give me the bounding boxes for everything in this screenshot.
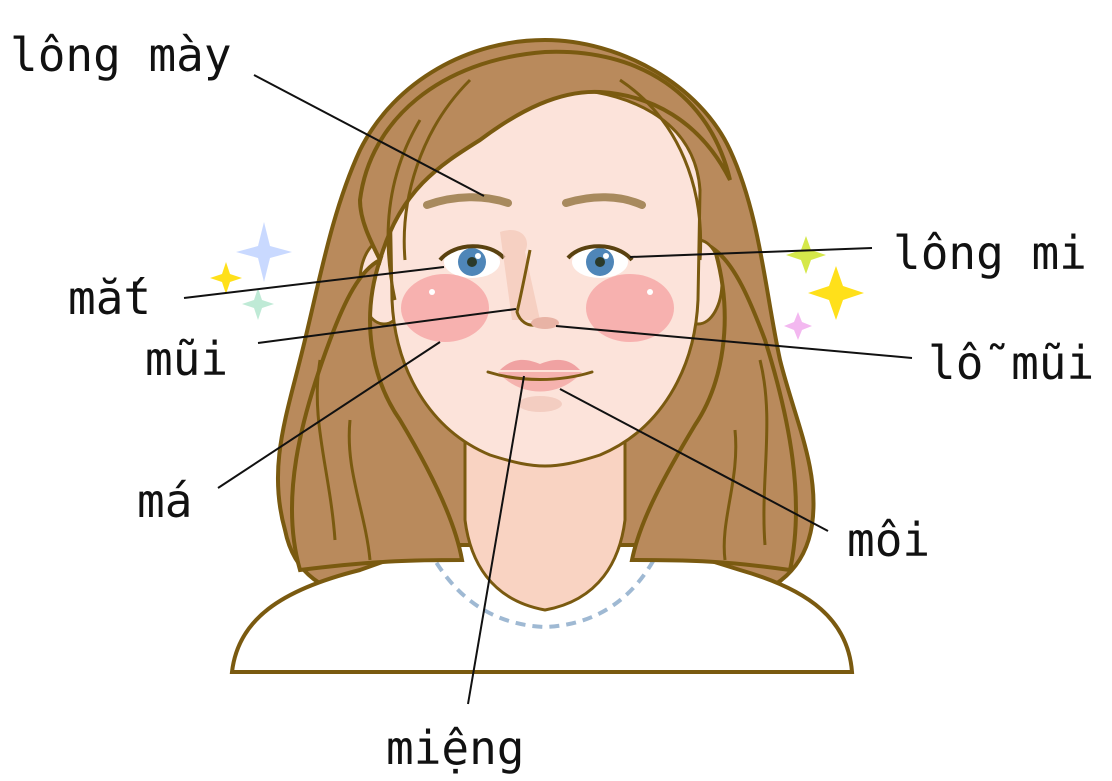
left-pupil bbox=[467, 257, 477, 267]
right-eye-shine bbox=[603, 253, 609, 259]
left-cheek-shine bbox=[429, 289, 435, 295]
label-nose: mũi bbox=[145, 336, 228, 382]
label-eye: mắt bbox=[68, 275, 151, 321]
label-mouth: miệng bbox=[386, 725, 524, 771]
nostril bbox=[531, 317, 559, 329]
label-cheek: má bbox=[137, 478, 192, 524]
sparkle-pink bbox=[784, 312, 812, 340]
sparkle-lime bbox=[786, 236, 826, 274]
label-nostril: lỗ mũi bbox=[928, 340, 1094, 386]
right-pupil bbox=[595, 257, 605, 267]
left-cheek-blush bbox=[401, 274, 489, 342]
sparkle-yellow-large bbox=[808, 266, 864, 320]
left-eye-shine bbox=[475, 253, 481, 259]
sparkle-blue bbox=[236, 222, 292, 282]
sparkle-yellow-small bbox=[210, 262, 242, 294]
label-lips: môi bbox=[847, 517, 930, 563]
label-eyebrow: lông mày bbox=[10, 32, 232, 78]
label-eyelash: lông mi bbox=[893, 230, 1087, 276]
right-cheek-shine bbox=[647, 289, 653, 295]
chin-shadow bbox=[518, 396, 562, 412]
sparkle-mint bbox=[242, 288, 274, 320]
